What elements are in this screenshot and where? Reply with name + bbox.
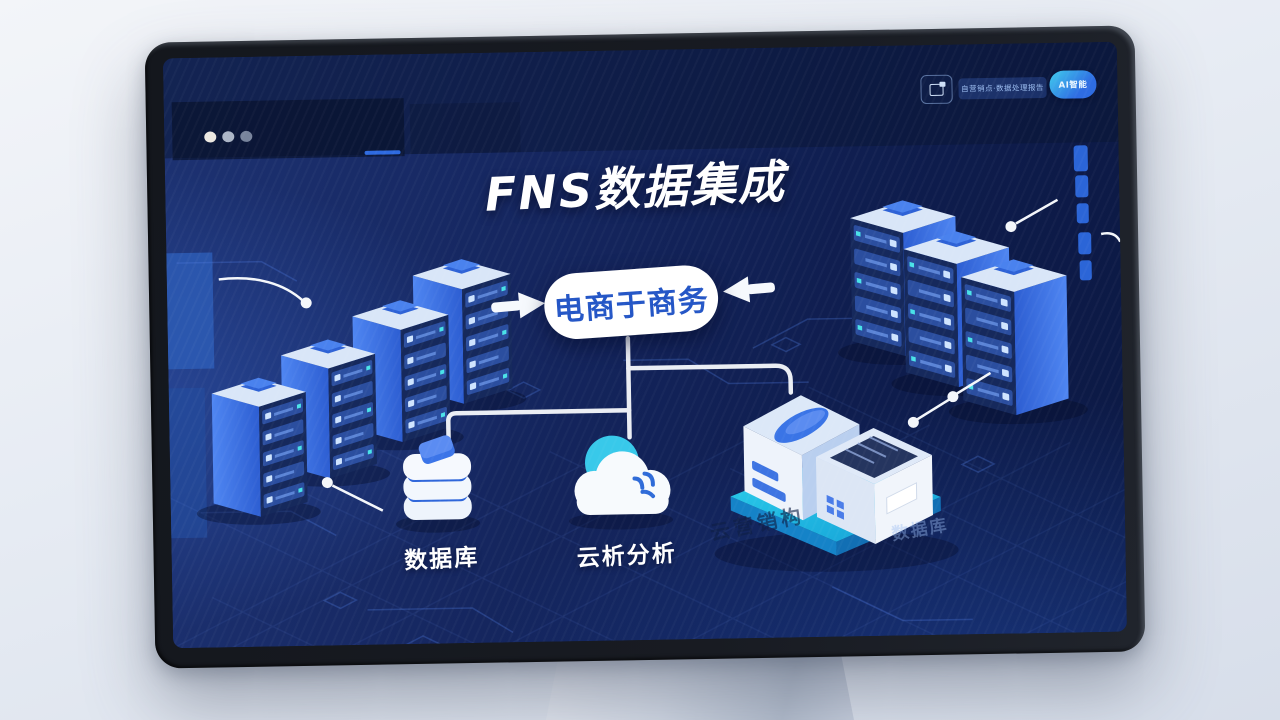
arrow-right-icon bbox=[491, 292, 546, 319]
package-platform bbox=[714, 395, 959, 572]
server-tower-group-right bbox=[835, 199, 1089, 426]
cloud-icon bbox=[569, 435, 674, 530]
hub-node-button[interactable]: 电商于商务 bbox=[542, 263, 721, 342]
server-tower-group-left bbox=[194, 258, 527, 526]
integration-diagram bbox=[162, 41, 1128, 649]
connector-lines bbox=[446, 336, 794, 448]
server-tower bbox=[194, 376, 322, 526]
window-control-dot[interactable] bbox=[204, 131, 217, 143]
database-icon bbox=[396, 435, 481, 533]
server-tower bbox=[946, 258, 1089, 426]
window-controls bbox=[204, 130, 253, 143]
toolbar-icon-button[interactable] bbox=[920, 74, 953, 105]
monitor: 自营销点·数据处理报告 AI智能 FNS数据集成 电商于商务 数据库 云析分析 … bbox=[144, 25, 1146, 669]
window-control-dot[interactable] bbox=[222, 131, 235, 143]
header-band bbox=[162, 41, 1119, 539]
window-control-dot[interactable] bbox=[240, 130, 253, 143]
database-label: 数据库 bbox=[403, 544, 480, 575]
ai-badge[interactable]: AI智能 bbox=[1049, 70, 1097, 99]
cloud-analytics-label: 云析分析 bbox=[576, 540, 678, 572]
toolbar-note: 自营销点·数据处理报告 bbox=[958, 76, 1047, 100]
frame-icon bbox=[929, 83, 944, 96]
dashboard-screen: 自营销点·数据处理报告 AI智能 FNS数据集成 电商于商务 数据库 云析分析 … bbox=[162, 41, 1128, 649]
dashed-indicator-column bbox=[1073, 145, 1092, 281]
arrow-left-icon bbox=[723, 276, 775, 303]
package-box-small bbox=[815, 428, 933, 545]
connector-dots bbox=[218, 198, 1122, 512]
